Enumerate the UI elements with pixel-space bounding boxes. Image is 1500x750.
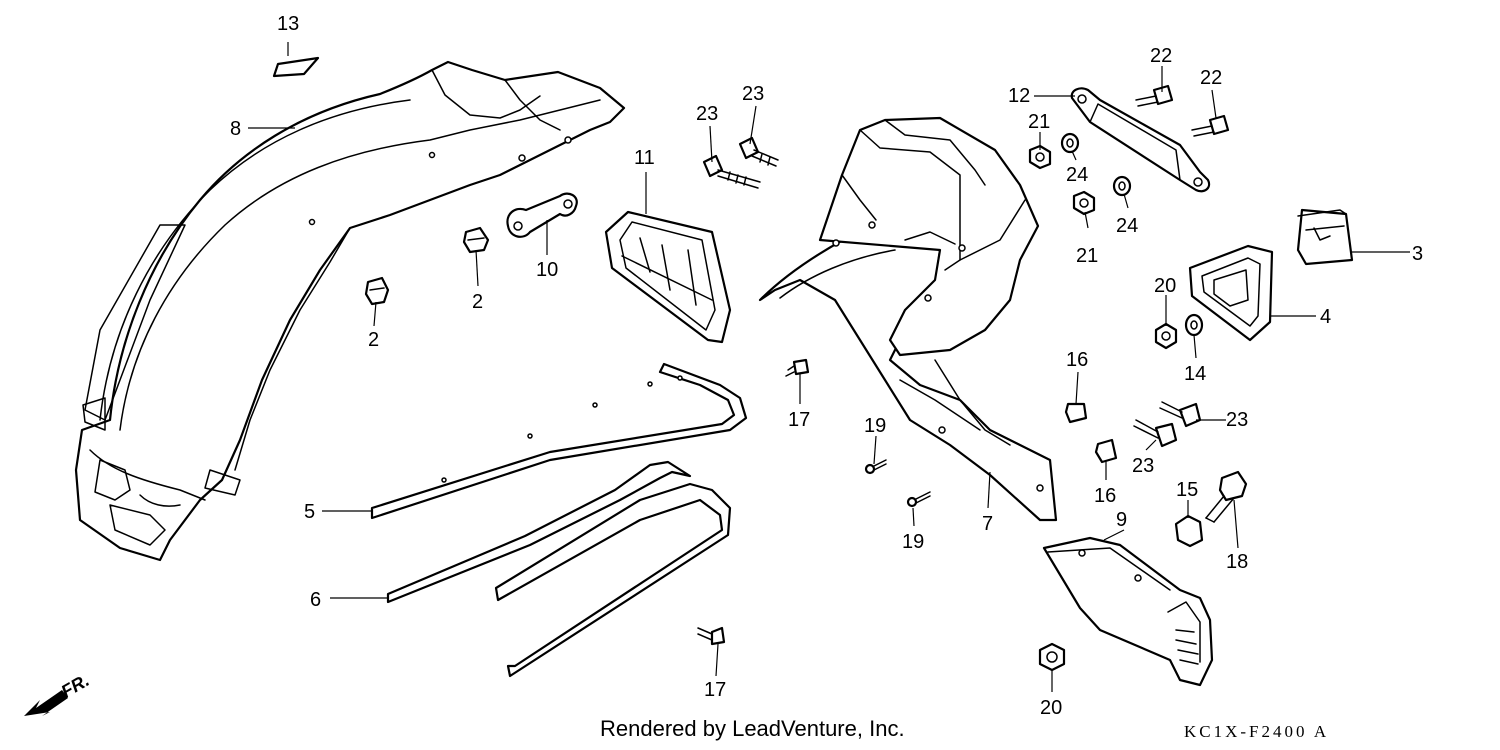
callout-8: 8 xyxy=(230,118,241,140)
nut-20-upper[interactable] xyxy=(1154,322,1178,350)
callout-5: 5 xyxy=(304,501,315,523)
washer-24-b[interactable] xyxy=(1112,175,1132,197)
bolt-22-a[interactable] xyxy=(1135,84,1174,107)
screw-19-b[interactable] xyxy=(906,491,931,508)
callout-10: 10 xyxy=(536,259,558,281)
washer-14[interactable] xyxy=(1184,313,1204,337)
leader-lines xyxy=(248,42,1410,692)
callout-24-a: 24 xyxy=(1066,164,1088,186)
bolt-18[interactable] xyxy=(1205,470,1248,523)
render-credit: Rendered by LeadVenture, Inc. xyxy=(600,716,905,741)
callout-6: 6 xyxy=(310,589,321,611)
rear-fender[interactable] xyxy=(74,60,626,562)
callout-15: 15 xyxy=(1176,479,1198,501)
front-arrow-icon xyxy=(24,690,68,716)
callout-11: 11 xyxy=(634,147,655,169)
clip-nut-left[interactable] xyxy=(364,276,390,306)
callout-22-b: 22 xyxy=(1200,67,1222,89)
fender-seal-strip-upper[interactable] xyxy=(370,362,748,520)
rear-fender-inner[interactable] xyxy=(758,116,1058,522)
callout-21-a: 21 xyxy=(1028,111,1050,133)
callout-19-lower: 19 xyxy=(902,531,924,553)
caution-label[interactable] xyxy=(272,56,320,78)
screw-17-a[interactable] xyxy=(785,358,810,377)
callout-7: 7 xyxy=(982,513,993,535)
callout-20-upper: 20 xyxy=(1154,275,1176,297)
callout-16-a: 16 xyxy=(1066,349,1088,371)
washer-24-a[interactable] xyxy=(1060,132,1080,154)
bolt-23-c[interactable] xyxy=(1159,401,1202,428)
callout-9: 9 xyxy=(1116,509,1127,531)
mounting-bracket[interactable] xyxy=(1070,87,1211,193)
callout-23-d: 23 xyxy=(1132,455,1154,477)
rubber-cap[interactable] xyxy=(1296,208,1354,266)
fender-seal-strip-lower[interactable] xyxy=(386,460,732,678)
callout-19-upper: 19 xyxy=(864,415,886,437)
callout-22-a: 22 xyxy=(1150,45,1172,67)
license-light-cover[interactable] xyxy=(604,210,732,344)
callout-20-lower: 20 xyxy=(1040,697,1062,719)
side-cover-plate[interactable] xyxy=(1042,536,1214,687)
bolt-23-d[interactable] xyxy=(1133,419,1178,448)
callout-13: 13 xyxy=(277,13,299,35)
callout-12: 12 xyxy=(1008,85,1030,107)
grommet-16-b[interactable] xyxy=(1094,438,1118,464)
screw-17-b[interactable] xyxy=(697,626,726,646)
callout-2-right: 2 xyxy=(472,291,483,313)
grommet-16-a[interactable] xyxy=(1064,402,1088,424)
gasket[interactable] xyxy=(1188,244,1274,342)
screw-19-a[interactable] xyxy=(864,459,887,475)
callout-21-b: 21 xyxy=(1076,245,1098,267)
callout-17-lower: 17 xyxy=(704,679,726,701)
callout-23-c: 23 xyxy=(1226,409,1248,431)
nut-21-b[interactable] xyxy=(1072,190,1096,216)
callout-17-upper: 17 xyxy=(788,409,810,431)
callout-numbers: 13 8 11 2 2 10 23 23 12 22 22 21 24 21 2… xyxy=(230,13,1423,719)
callout-23-b: 23 xyxy=(742,83,764,105)
callout-23-a: 23 xyxy=(696,103,718,125)
bolt-23-b[interactable] xyxy=(738,136,779,167)
clip-nut-right[interactable] xyxy=(462,226,490,254)
callout-14: 14 xyxy=(1184,363,1206,385)
bolt-22-b[interactable] xyxy=(1191,114,1230,137)
callout-3: 3 xyxy=(1412,243,1423,265)
callout-24-b: 24 xyxy=(1116,215,1138,237)
nut-20-lower[interactable] xyxy=(1038,642,1066,672)
callout-4: 4 xyxy=(1320,306,1331,328)
callout-2-left: 2 xyxy=(368,329,379,351)
diagram-code: KC1X-F2400 A xyxy=(1184,722,1330,741)
callout-16-b: 16 xyxy=(1094,485,1116,507)
callout-18: 18 xyxy=(1226,551,1248,573)
fender-link-bracket[interactable] xyxy=(506,192,578,238)
front-direction-indicator: FR. xyxy=(24,670,93,716)
collar-15[interactable] xyxy=(1174,514,1204,548)
